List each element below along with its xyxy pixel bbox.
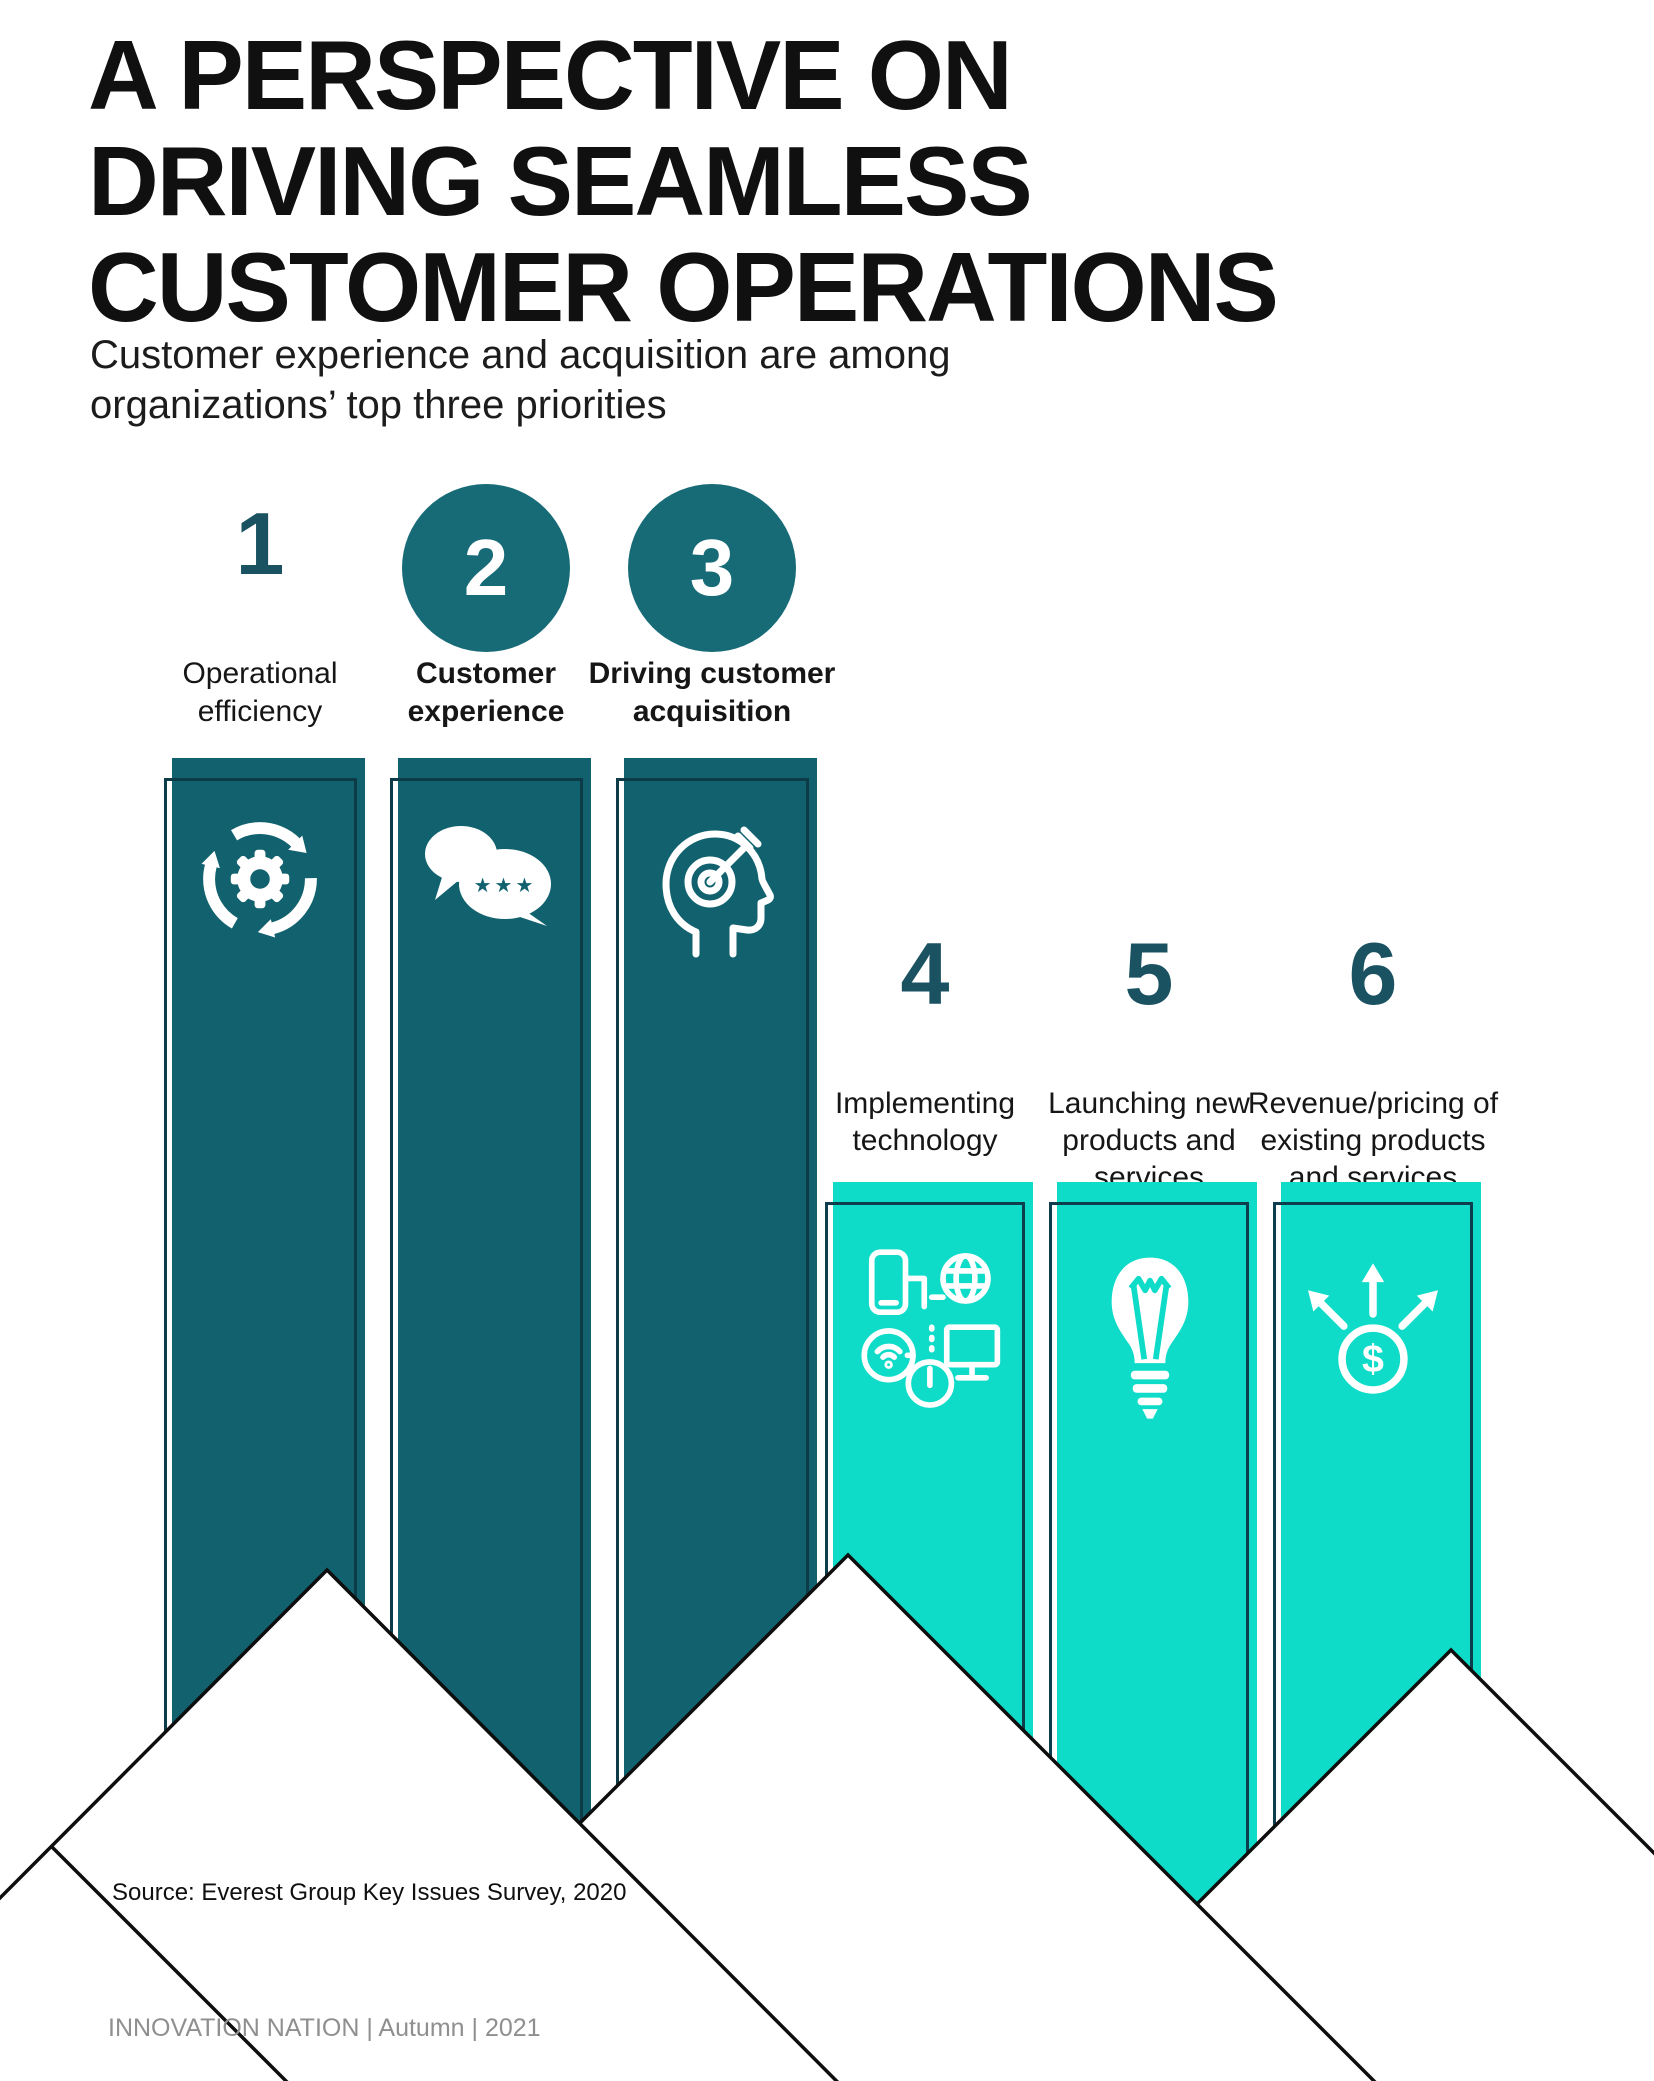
label-line: Driving customer [588,657,836,690]
source-note: Source: Everest Group Key Issues Survey,… [112,1879,627,1906]
label-line: Launching new [1048,1087,1250,1120]
dollar-sign: $ [1362,1337,1384,1381]
priority-4-label: Implementing technology [785,1085,1065,1159]
page-subtitle-line: Customer experience and acquisition are … [90,333,951,377]
page-title-line: DRIVING SEAMLESS [88,126,1033,236]
mountain-ridge-line [50,1845,289,2081]
chat-feedback-stars-icon: ★★★ [425,826,551,926]
label-line: products and [1062,1124,1236,1157]
priority-3-label: Driving customer acquisition [572,655,852,731]
label-line: experience [407,695,565,728]
connected-devices-icon [861,1249,1001,1408]
publication-footer: INNOVATION NATION | Autumn | 2021 [108,2014,541,2042]
priority-3-number: 3 [689,523,735,612]
process-cycle-gear-icon [201,822,317,938]
lightbulb-icon [1111,1257,1189,1419]
priority-6-label: Revenue/pricing of existing products and… [1233,1085,1513,1196]
label-line: acquisition [632,695,792,728]
priority-2-number: 2 [463,523,509,612]
mountain-shape [0,1567,840,2081]
priority-1-number: 1 [235,494,285,593]
priority-4-number: 4 [900,924,950,1023]
page-subtitle-line: organizations’ top three priorities [90,383,667,427]
priority-1-label: Operational efficiency [120,655,400,731]
label-line: existing products [1260,1124,1486,1157]
revenue-split-icon: $ [1308,1263,1438,1394]
page-title: A PERSPECTIVE ON DRIVING SEAMLESS CUSTOM… [88,20,1279,342]
priority-6-number: 6 [1348,924,1398,1023]
page-title-line: CUSTOMER OPERATIONS [88,232,1279,342]
priority-5-number: 5 [1124,924,1174,1023]
priority-5-label: Launching new products and services [1009,1085,1289,1196]
label-line: technology [852,1124,998,1157]
page-title-line: A PERSPECTIVE ON [88,20,1013,130]
label-line: Operational [182,657,338,690]
label-line: efficiency [197,695,323,728]
page-subtitle: Customer experience and acquisition are … [90,330,951,430]
label-line: Revenue/pricing of [1247,1087,1499,1120]
rating-stars: ★★★ [474,873,537,897]
priority-2-number-circle: 2 [402,484,570,652]
label-line: Implementing [834,1087,1016,1120]
priority-2-label: Customer experience [346,655,626,731]
priority-2-banner: ★★★ [390,758,591,1870]
priority-3-number-circle: 3 [628,484,796,652]
label-line: Customer [415,657,557,690]
head-target-icon [662,826,774,958]
